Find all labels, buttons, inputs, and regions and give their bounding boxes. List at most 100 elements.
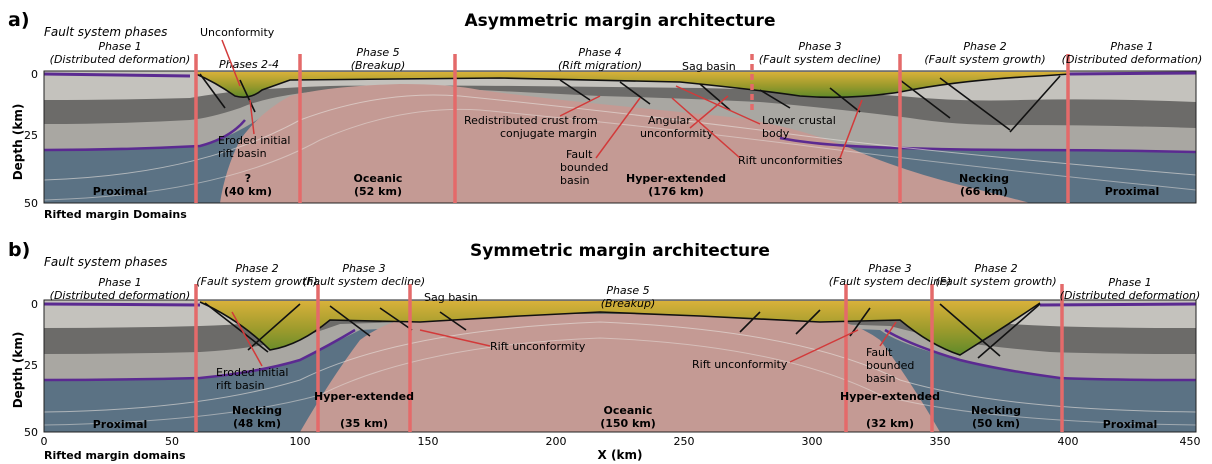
annotation-sag-basin: Sag basin xyxy=(424,291,478,304)
panel-b: b) Symmetric margin architecture Fault s… xyxy=(8,239,1201,462)
phase-sublabel: (Fault system decline) xyxy=(303,275,425,288)
annotation-angular: unconformity xyxy=(640,127,714,140)
phase-label: Phase 1 xyxy=(98,40,141,53)
phase-labels-b: Phase 1 (Distributed deformation) Phase … xyxy=(50,262,1201,310)
annotation-eroded: Eroded initial xyxy=(216,366,288,379)
leader-line xyxy=(671,97,741,159)
domain-width: (35 km) xyxy=(340,417,388,430)
xtick: 0 xyxy=(41,435,48,448)
fault xyxy=(1009,75,1061,133)
domain-width: (66 km) xyxy=(960,185,1008,198)
xtick: 100 xyxy=(290,435,311,448)
fault xyxy=(619,81,651,105)
domain-label: Proximal xyxy=(93,418,148,431)
phase-label: Phase 2 xyxy=(235,262,278,275)
phase-label: Phase 5 xyxy=(356,46,399,59)
ylabel-a: Depth (km) xyxy=(11,104,25,181)
leader-line xyxy=(231,311,263,367)
domain-boundaries-b xyxy=(194,284,1064,432)
phase-label: Phases 2-4 xyxy=(219,58,279,71)
phase-sublabel: (Distributed deformation) xyxy=(1060,289,1201,302)
domain-labels-a: Proximal ? (40 km) Oceanic (52 km) Hyper… xyxy=(93,172,1160,198)
domain-label: Hyper-extended xyxy=(840,390,940,403)
phase-label: Phase 2 xyxy=(974,262,1017,275)
fault xyxy=(849,307,871,337)
fault xyxy=(247,303,301,351)
surface-line-right xyxy=(1039,302,1196,307)
faults-b xyxy=(204,302,1041,359)
surface-line-left xyxy=(44,302,201,307)
asthenosphere-body xyxy=(220,84,1030,203)
phase-sublabel: (Fault system decline) xyxy=(759,53,881,66)
annotation-fault-basin: bounded xyxy=(866,359,914,372)
domain-label: Oceanic xyxy=(604,404,653,417)
leader-line xyxy=(839,99,863,159)
xtick: 150 xyxy=(418,435,439,448)
domain-label: ? xyxy=(245,172,251,185)
fault xyxy=(759,89,791,109)
phase-sublabel: (Breakup) xyxy=(601,297,655,310)
ytick-a: 25 xyxy=(24,129,38,142)
xtick: 450 xyxy=(1180,435,1201,448)
annotation-unconformity: Unconformity xyxy=(200,26,275,39)
fault xyxy=(899,79,951,119)
moho-line-right xyxy=(884,328,1196,382)
xtick: 400 xyxy=(1058,435,1079,448)
xtick: 350 xyxy=(930,435,951,448)
domain-width: (176 km) xyxy=(648,185,704,198)
basement-top xyxy=(195,73,1071,99)
annotation-fault-basin: Fault xyxy=(866,346,893,359)
leader-line xyxy=(595,97,641,159)
domain-width: (50 km) xyxy=(972,417,1020,430)
fault xyxy=(559,79,591,101)
frame-a xyxy=(43,70,1197,204)
annotation-eroded: rift basin xyxy=(216,379,265,392)
domain-width: (32 km) xyxy=(866,417,914,430)
annotation-fault-basin: basin xyxy=(866,372,896,385)
isotherm-line xyxy=(44,337,1196,426)
annotation-redistributed: conjugate margin xyxy=(500,127,597,140)
phase-label: Phase 3 xyxy=(868,262,911,275)
xlabel-b: X (km) xyxy=(598,448,643,462)
phase-label: Phase 1 xyxy=(1108,276,1151,289)
asthenosphere-body xyxy=(300,314,940,432)
annotation-fault-basin: Fault xyxy=(566,148,593,161)
xticks-b: 0 50 100 150 200 250 300 350 400 450 xyxy=(41,435,1201,448)
phase-labels-a: Phase 1 (Distributed deformation) Phases… xyxy=(50,40,1203,72)
fault xyxy=(739,311,761,333)
domain-label: Hyper-extended xyxy=(626,172,726,185)
annotation-lower-crustal: body xyxy=(762,127,790,140)
panel-a: a) Asymmetric margin architecture Fault … xyxy=(8,9,1202,221)
domain-label: Necking xyxy=(971,404,1021,417)
fault xyxy=(379,307,413,331)
annotation-eroded: rift basin xyxy=(218,147,267,160)
fault xyxy=(329,305,371,337)
annotations-a: Unconformity Sag basin Eroded initial ri… xyxy=(200,26,863,187)
leader-line xyxy=(879,321,897,347)
leader-line xyxy=(419,329,491,347)
domain-label: Hyper-extended xyxy=(314,390,414,403)
phase-label: Phase 2 xyxy=(963,40,1006,53)
xtick: 50 xyxy=(165,435,179,448)
xtick: 200 xyxy=(546,435,567,448)
leader-line xyxy=(675,85,761,125)
panel-a-domains-heading: Rifted margin Domains xyxy=(44,208,187,221)
fault xyxy=(699,83,731,111)
ytick-b: 25 xyxy=(24,359,38,372)
phase-sublabel: (Distributed deformation) xyxy=(50,289,191,302)
fault xyxy=(939,77,1011,131)
annotation-fault-basin: bounded xyxy=(560,161,608,174)
domain-width: (40 km) xyxy=(224,185,272,198)
panel-a-letter: a) xyxy=(8,9,30,31)
ytick-b: 0 xyxy=(31,298,38,311)
panel-b-domains-heading: Rifted margin domains xyxy=(44,449,186,462)
faults-a xyxy=(199,73,1061,133)
domain-labels-b: Proximal Necking (48 km) Hyper-extended … xyxy=(93,390,1158,431)
panel-a-title: Asymmetric margin architecture xyxy=(465,11,776,31)
phase-label: Phase 5 xyxy=(606,284,649,297)
domain-width: (150 km) xyxy=(600,417,656,430)
basement-top xyxy=(199,301,1041,356)
annotation-rift-unconformity: Rift unconformity xyxy=(490,340,586,353)
ytick-a: 50 xyxy=(24,197,38,210)
